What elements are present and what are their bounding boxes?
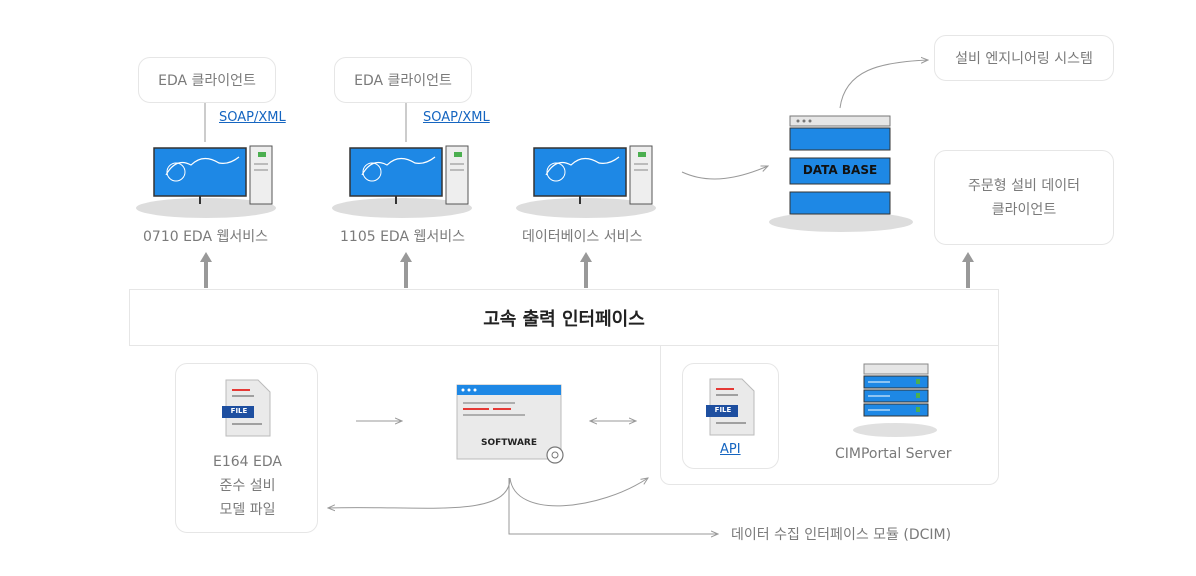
- up-arrow-icon-2: [400, 252, 412, 288]
- soap-xml-link-2[interactable]: SOAP/XML: [423, 110, 490, 125]
- left-region-edge: [129, 346, 130, 347]
- file-icon: [222, 379, 271, 437]
- server-label-2: 1105 EDA 웹서비스: [340, 229, 466, 245]
- cim-region: [660, 346, 999, 485]
- file-box-line-3: 모델 파일: [219, 502, 276, 518]
- e164-eda-file-box: FILE E164 EDA 준수 설비 모델 파일: [175, 363, 318, 533]
- equipment-engineering-system-label: 설비 엔지니어링 시스템: [955, 51, 1093, 67]
- eda-client-2: EDA 클라이언트: [334, 57, 472, 103]
- up-arrow-icon-4: [962, 252, 974, 288]
- interface-bar-label: 고속 출력 인터페이스: [483, 308, 645, 330]
- file-box-line-2: 준수 설비: [219, 478, 276, 494]
- api-file-tag-label: FILE: [714, 406, 732, 414]
- order-client-line-2: 클라이언트: [991, 201, 1057, 218]
- soap-xml-link-1[interactable]: SOAP/XML: [219, 110, 286, 125]
- order-client-line-1: 주문형 설비 데이터: [968, 177, 1080, 194]
- software-window-icon: [456, 384, 564, 464]
- order-equipment-data-client: 주문형 설비 데이터 클라이언트: [934, 150, 1114, 245]
- high-speed-output-interface: 고속 출력 인터페이스: [129, 289, 999, 346]
- database-icon: [769, 115, 913, 232]
- dcim-label: 데이터 수집 인터페이스 모듈 (DCIM): [731, 527, 952, 543]
- file-tag-label: FILE: [230, 407, 248, 415]
- database-label: DATA BASE: [802, 163, 878, 177]
- computer-icon-3: [516, 145, 656, 218]
- software-label: SOFTWARE: [481, 438, 537, 448]
- up-arrow-icon-1: [200, 252, 212, 288]
- up-arrow-icon-3: [580, 252, 592, 288]
- server-label-3: 데이터베이스 서비스: [522, 229, 643, 245]
- eda-client-1-label: EDA 클라이언트: [158, 73, 256, 89]
- eda-client-2-label: EDA 클라이언트: [354, 73, 452, 89]
- cimportal-server-label: CIMPortal Server: [835, 446, 952, 462]
- cimportal-server-icon: [853, 363, 937, 437]
- equipment-engineering-system: 설비 엔지니어링 시스템: [934, 35, 1114, 81]
- api-link[interactable]: API: [720, 442, 741, 457]
- api-box: FILE API: [682, 363, 779, 469]
- server-label-1: 0710 EDA 웹서비스: [143, 229, 269, 245]
- computer-icon-1: [136, 145, 276, 218]
- file-box-line-1: E164 EDA: [213, 454, 282, 470]
- api-file-icon: [706, 378, 755, 436]
- computer-icon-2: [332, 145, 472, 218]
- eda-client-1: EDA 클라이언트: [138, 57, 276, 103]
